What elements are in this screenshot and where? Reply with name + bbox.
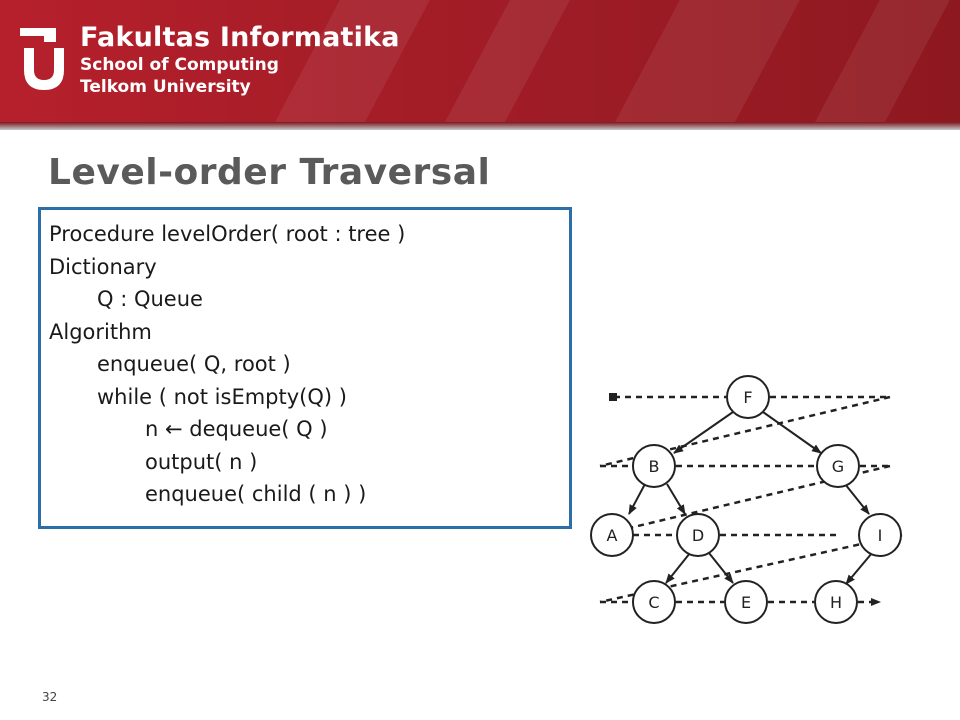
brand-block: Fakultas Informatika School of Computing… xyxy=(80,22,400,98)
faculty-name: Fakultas Informatika xyxy=(80,22,400,53)
svg-text:F: F xyxy=(743,388,752,407)
svg-text:I: I xyxy=(878,526,883,545)
tree-node-d: D xyxy=(676,513,720,557)
code-line: enqueue( child ( n ) ) xyxy=(145,482,367,506)
svg-text:D: D xyxy=(692,526,704,545)
tree-node-i: I xyxy=(858,513,902,557)
code-line: enqueue( Q, root ) xyxy=(97,352,291,376)
level-order-tree-diagram: F B G A D I C E H xyxy=(590,375,903,624)
code-line: Dictionary xyxy=(49,254,157,279)
university-name: Telkom University xyxy=(80,77,251,97)
pseudocode-box: Procedure levelOrder( root : tree ) Dict… xyxy=(38,207,572,529)
tree-node-a: A xyxy=(590,513,634,557)
svg-text:H: H xyxy=(830,593,842,612)
tree-node-b: B xyxy=(632,444,676,488)
svg-text:B: B xyxy=(649,457,660,476)
svg-text:C: C xyxy=(648,593,659,612)
tree-node-h: H xyxy=(814,580,858,624)
traversal-start-marker xyxy=(609,393,617,401)
svg-text:A: A xyxy=(607,526,618,545)
page-number: 32 xyxy=(42,690,58,704)
code-line: Procedure levelOrder( root : tree ) xyxy=(49,222,406,246)
banner-divider xyxy=(0,122,960,130)
tree-node-f: F xyxy=(726,375,770,419)
tree-node-g: G xyxy=(816,444,860,488)
school-name: School of Computing xyxy=(80,55,279,75)
code-line: Q : Queue xyxy=(97,287,203,311)
code-line: while ( not isEmpty(Q) ) xyxy=(97,384,347,409)
code-line: n ← dequeue( Q ) xyxy=(145,417,328,441)
tree-edges xyxy=(628,411,873,585)
slide-title: Level-order Traversal xyxy=(48,152,491,193)
svg-text:G: G xyxy=(832,457,844,476)
tree-node-c: C xyxy=(632,580,676,624)
header-banner: Fakultas Informatika School of Computing… xyxy=(0,0,960,130)
telkom-university-logo-icon xyxy=(20,28,64,90)
code-line: Algorithm xyxy=(49,319,152,344)
code-line: output( n ) xyxy=(145,449,258,474)
svg-text:E: E xyxy=(741,593,751,612)
tree-node-e: E xyxy=(724,580,768,624)
